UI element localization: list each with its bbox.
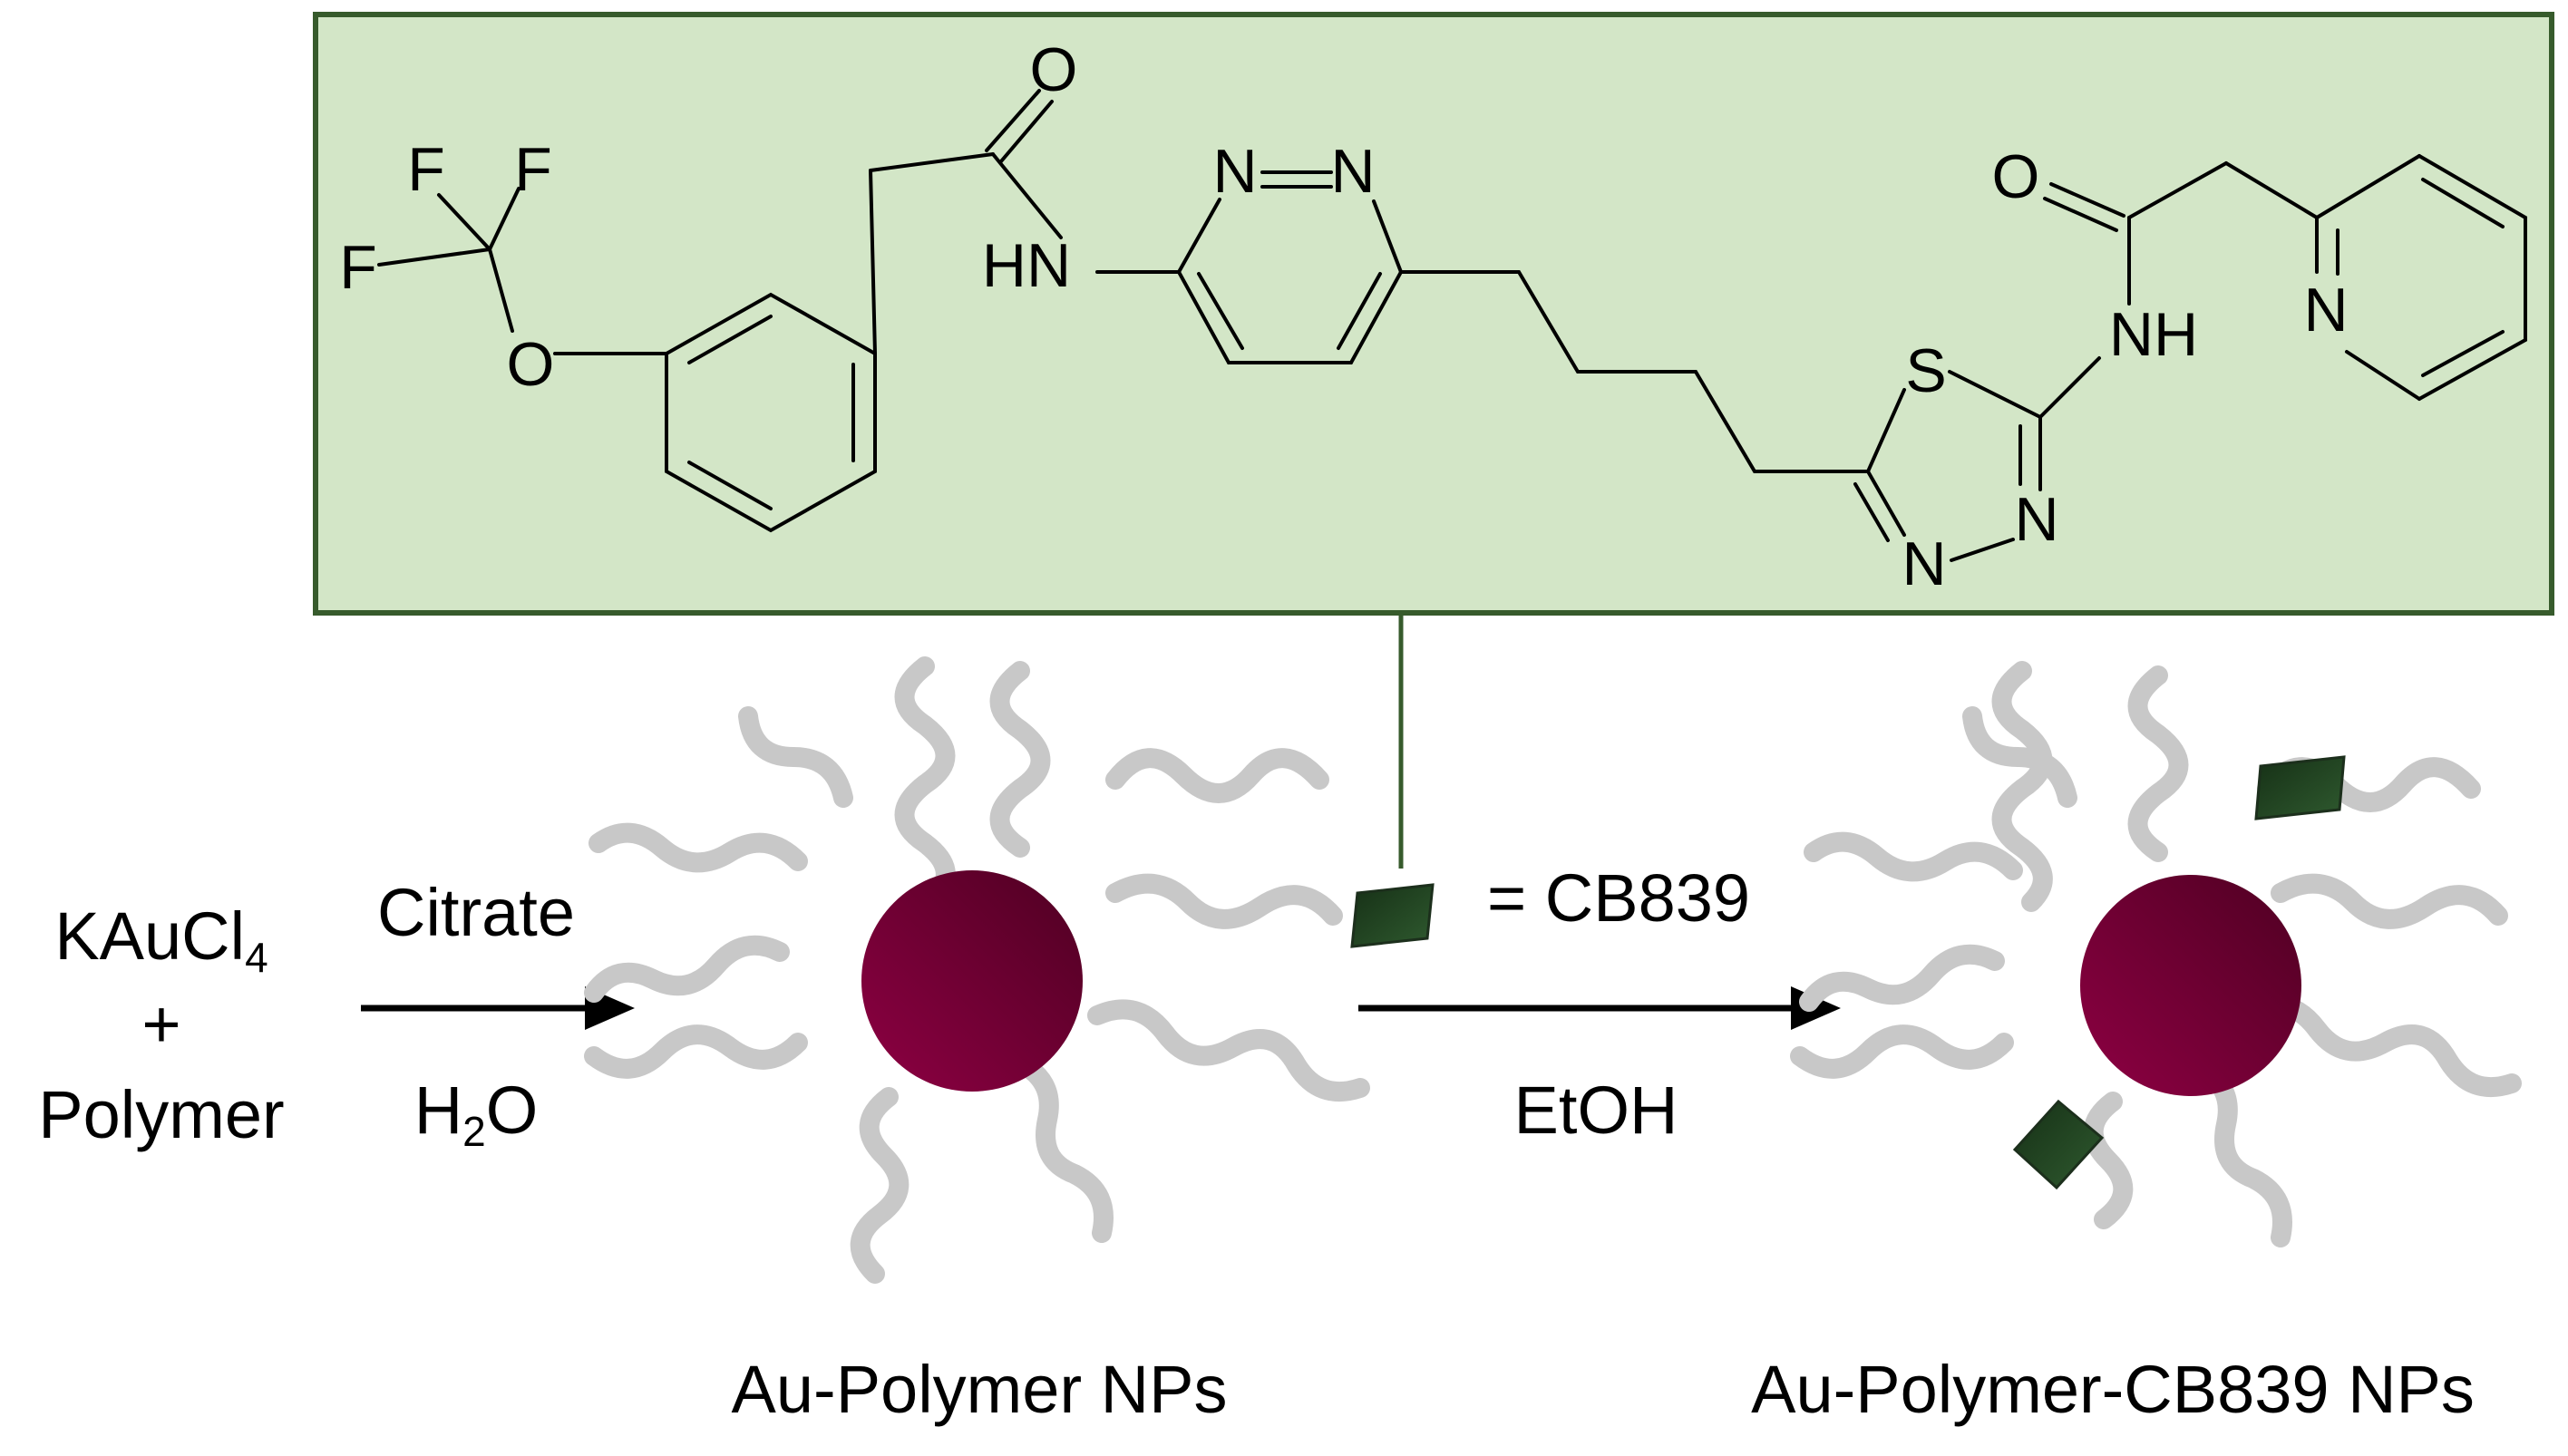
atom-f1: F <box>407 135 445 204</box>
reactant-polymer: Polymer <box>38 1077 284 1152</box>
cb839-bound-mark-1 <box>2254 755 2346 820</box>
thiadiazole-ring <box>1853 370 2042 562</box>
reactant-kaucl4: KAuCl4 <box>54 898 268 981</box>
gold-core <box>861 870 1083 1092</box>
cb839-bound-mark-2 <box>2012 1099 2105 1190</box>
step1-reagent: Citrate <box>377 875 575 950</box>
atom-n2: N <box>1330 137 1375 206</box>
step2-arrow <box>1358 986 1841 1030</box>
atom-o-amide-left: O <box>1030 35 1078 104</box>
step2-solvent: EtOH <box>1514 1073 1678 1148</box>
atom-n1: N <box>1212 137 1257 206</box>
atom-hn-left: HN <box>982 231 1071 300</box>
pyridine-ring <box>2315 154 2527 401</box>
polymer-chains <box>584 656 1370 1284</box>
au-polymer-nanoparticle <box>584 656 1370 1284</box>
atom-nh-right: NH <box>2109 300 2198 369</box>
atom-f2: F <box>514 135 552 204</box>
pyridazine-ring <box>1177 170 1403 364</box>
atom-f3: F <box>339 233 377 302</box>
step1-solvent: H2O <box>414 1073 539 1155</box>
atom-n-thiadiazole-left: N <box>1902 529 1946 598</box>
cb839-structure: O HN N N S N N NH O N F F F O <box>339 35 2527 598</box>
product-label-1: Au-Polymer NPs <box>732 1352 1228 1427</box>
atom-n-pyridine: N <box>2303 276 2348 345</box>
atom-o-amide-right: O <box>1992 142 2040 211</box>
atom-s: S <box>1905 336 1946 405</box>
product-label-2: Au-Polymer-CB839 NPs <box>1751 1352 2475 1427</box>
atom-n-thiadiazole-right: N <box>2014 485 2058 554</box>
structure-box <box>313 12 2554 616</box>
cb839-legend-mark <box>1350 883 1435 948</box>
atom-o-ether: O <box>507 330 555 399</box>
au-polymer-cb839-nanoparticle <box>1790 661 2522 1247</box>
polymer-chains-2 <box>1790 661 2522 1247</box>
plus-sign: + <box>141 986 180 1062</box>
gold-core-2 <box>2080 875 2301 1096</box>
benzene-ring <box>665 292 877 533</box>
legend-text: = CB839 <box>1487 860 1750 936</box>
